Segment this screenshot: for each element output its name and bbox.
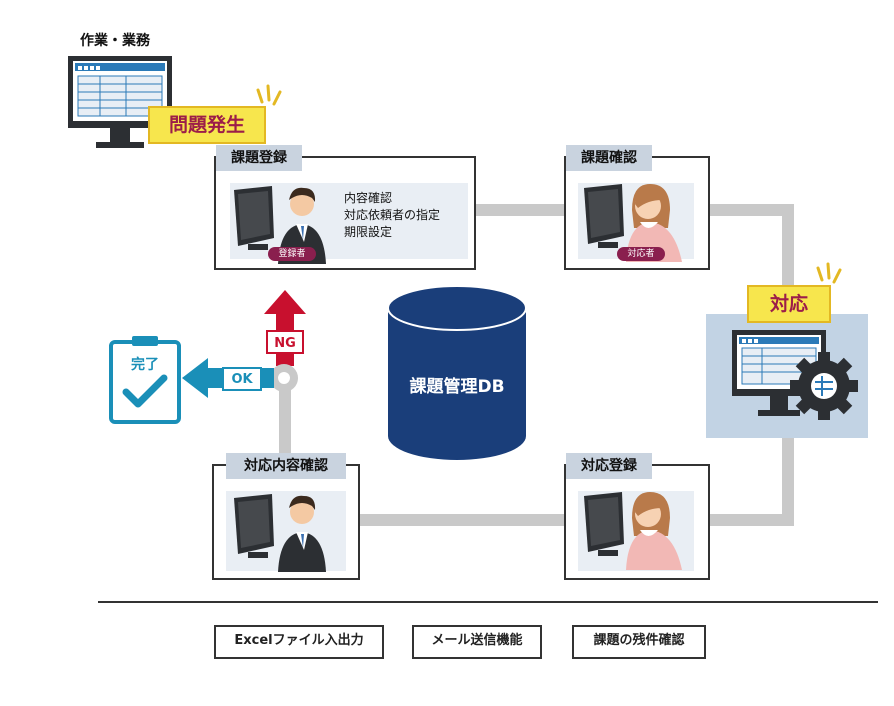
handler-badge: 対応者 <box>617 247 665 261</box>
connector-register-confirm <box>474 204 566 216</box>
ok-label: OK <box>222 367 262 391</box>
done-label: 完了 <box>131 357 159 373</box>
content-check-box-title: 対応内容確認 <box>226 453 346 479</box>
database-icon <box>387 285 527 460</box>
work-monitor-icon <box>68 56 172 148</box>
male-reviewer-icon <box>234 494 326 572</box>
response-register-box-title: 対応登録 <box>566 453 652 479</box>
response-tag: 対応 <box>747 285 831 323</box>
connector-bottom-middle <box>358 514 566 526</box>
settings-monitor-icon <box>732 330 858 420</box>
register-box-title: 課題登録 <box>216 145 302 171</box>
branch-node-center <box>278 372 290 384</box>
connector-right-vertical-bottom <box>782 436 794 526</box>
feature-mail-send: メール送信機能 <box>412 625 542 659</box>
feature-excel-io: Excelファイル入出力 <box>214 625 384 659</box>
female-responder-icon <box>584 492 682 570</box>
feature-remaining-issues: 課題の残件確認 <box>572 625 706 659</box>
registrant-badge: 登録者 <box>268 247 316 261</box>
top-label: 作業・業務 <box>80 33 150 49</box>
ng-label: NG <box>266 330 304 354</box>
register-note-1: 内容確認 <box>344 191 393 205</box>
register-note-3: 期限設定 <box>344 225 393 239</box>
ng-arrow-up <box>264 290 306 366</box>
issue-occurrence-tag: 問題発生 <box>148 106 266 144</box>
clipboard-check-icon <box>109 336 181 424</box>
database-label: 課題管理DB <box>409 377 505 397</box>
response-sparks-icon <box>816 262 842 284</box>
separator-line <box>98 601 878 603</box>
alert-sparks-icon <box>256 84 282 106</box>
register-note-2: 対応依頼者の指定 <box>344 208 441 222</box>
confirm-box-title: 課題確認 <box>566 145 652 171</box>
connector-confirm-right <box>708 204 794 216</box>
connector-right-bottom <box>708 514 794 526</box>
connector-check-up <box>279 390 291 464</box>
